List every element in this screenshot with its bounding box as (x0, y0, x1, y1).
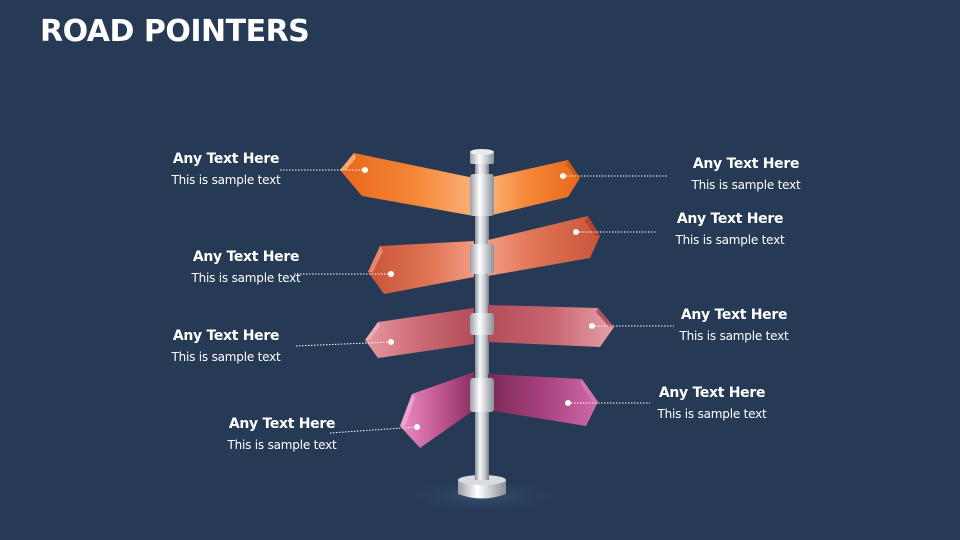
pointer-text: This is sample text (691, 178, 801, 192)
sign-coral-right (488, 216, 600, 276)
pointer-heading: Any Text Here (658, 385, 766, 401)
sign-orange-right (488, 160, 580, 216)
pointer-label-4: Any Text Here This is sample text (186, 248, 306, 286)
page-title: ROAD POINTERS (40, 14, 310, 49)
pointer-label-5: Any Text Here This is sample text (166, 327, 286, 365)
pointer-text: This is sample text (191, 271, 301, 285)
pointer-label-8: Any Text Here This is sample text (222, 415, 342, 453)
pointer-label-6: Any Text Here This is sample text (674, 306, 794, 344)
pointer-heading: Any Text Here (692, 156, 800, 172)
pointer-text: This is sample text (171, 173, 281, 187)
pole-collars (470, 174, 494, 412)
pointer-heading: Any Text Here (172, 151, 280, 167)
pointer-label-3: Any Text Here This is sample text (670, 210, 790, 248)
pointer-heading: Any Text Here (192, 249, 300, 265)
sign-orange-left (340, 153, 474, 216)
sign-rose-right (488, 305, 614, 347)
pointer-text: This is sample text (679, 329, 789, 343)
pointer-text: This is sample text (227, 438, 337, 452)
pointer-text: This is sample text (171, 350, 281, 364)
pointer-label-7: Any Text Here This is sample text (652, 384, 772, 422)
sign-coral-left (368, 241, 474, 294)
pointer-label-2: Any Text Here This is sample text (686, 155, 806, 193)
pointer-label-1: Any Text Here This is sample text (166, 150, 286, 188)
connector-lines (280, 169, 674, 434)
pointer-text: This is sample text (675, 233, 785, 247)
pointer-heading: Any Text Here (172, 328, 280, 344)
sign-magenta-left (400, 372, 474, 448)
sign-rose-left (365, 308, 474, 358)
connector-dots (362, 167, 595, 430)
pointer-heading: Any Text Here (680, 307, 788, 323)
pointer-text: This is sample text (657, 407, 767, 421)
pointer-heading: Any Text Here (676, 211, 784, 227)
pointer-heading: Any Text Here (228, 416, 336, 432)
sign-magenta-right (488, 374, 598, 426)
